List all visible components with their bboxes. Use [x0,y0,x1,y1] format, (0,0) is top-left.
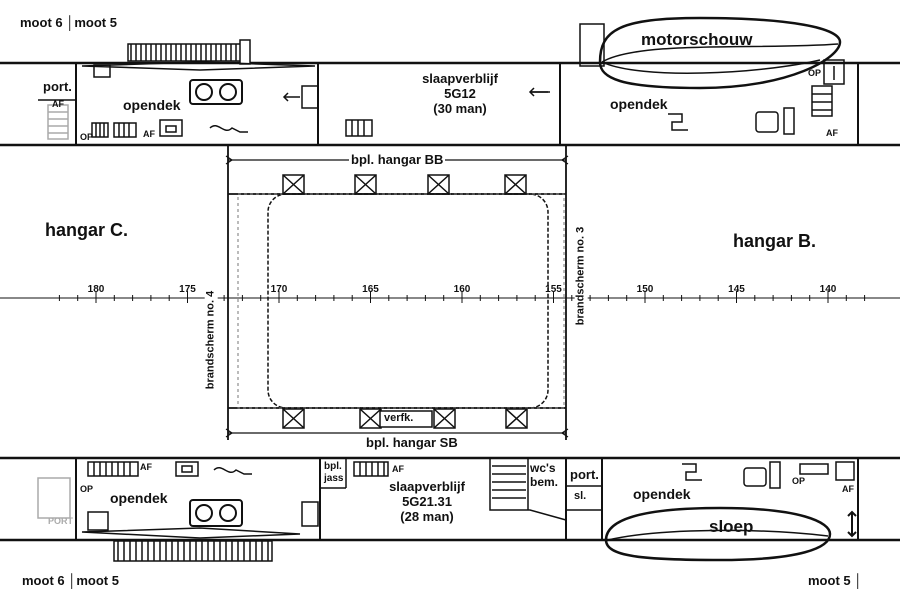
wcs-line1: wc's [530,461,556,475]
hangar-cross-boxes [282,174,528,429]
equipment-bottom-left [81,461,319,539]
op-label-bottom-right: OP [792,476,806,486]
opendek-top-right: opendek [610,96,668,112]
ruler-tick-label: 170 [270,284,288,295]
marker-top-left: moot 6 │moot 5 [20,15,117,30]
sloep-boat [604,506,832,562]
port-label-bottom: port. [570,467,599,482]
wcs-line2: bem. [530,474,559,489]
stair-faded-bottom [37,477,71,519]
sloep-label: sloep [709,517,754,536]
ruler-tick-label: 140 [819,284,837,295]
ruler-tick-label: 155 [545,284,562,295]
slaapverblijf-top: slaapverblijf 5G12 (30 man) [400,71,520,117]
equipment-bottom-right [682,461,857,538]
wcs-label: wc's bem. [530,461,559,490]
hangar-bb-label: bpl. hangar BB [349,152,446,168]
port-label-bottom-faded: PORT [48,516,74,526]
marker-bottom-right: moot 5 │ [808,573,863,588]
opendek-bottom-right: opendek [633,486,691,502]
door-arrow-top-left [282,85,319,109]
bpl-jass-line1: bpl. [324,461,342,472]
port-label-top: port. [43,79,72,94]
stair-faded-left [47,104,69,140]
marker-bottom-left: moot 6 │moot 5 [22,573,119,588]
op-label-top-left: OP [80,132,94,142]
hatch-grating-top [127,39,251,65]
af-label-top-stair: AF [143,129,155,139]
stair-bpl-bottom [353,461,389,477]
slaapverblijf-bottom-title: slaapverblijf [389,479,465,494]
hangar-frame [225,145,569,440]
ruler-minor-ticks [58,291,866,303]
hangar-b-label: hangar B. [733,231,817,251]
slaapverblijf-top-code: 5G12 [444,85,476,101]
bpl-jass-line2: jass [324,472,344,484]
verfk-label: verfk. [384,412,414,424]
ruler-tick-label: 160 [453,284,471,295]
af-label-bottom-right: AF [842,484,854,494]
slaapverblijf-bottom-code: 5G21.31 [402,493,452,509]
af-label-bottom-mid: AF [392,464,404,474]
winch-top-left [189,79,243,105]
opendek-bottom-left: opendek [110,490,168,506]
motorschouw-label: motorschouw [641,30,753,49]
bottom-deck-outline [0,456,900,542]
slaapverblijf-top-title: slaapverblijf [422,71,498,86]
frame-ruler [0,291,900,303]
af-label-bottom-left: AF [140,462,152,472]
motorschouw-boat [579,16,842,90]
brandscherm-3-label: brandscherm no. 3 [574,223,588,329]
ruler-tick-label: 150 [636,284,654,295]
slaapverblijf-bottom-capacity: (28 man) [400,508,454,524]
op-label-top-right: OP [808,68,822,78]
op-label-bottom-left: OP [80,484,94,494]
brandscherm-4-label: brandscherm no. 4 [204,287,218,393]
hangar-sb-label: bpl. hangar SB [364,435,460,451]
af-label-top-right: AF [826,128,838,138]
equipment-top-right [530,59,845,135]
ruler-tick-label: 145 [728,284,745,295]
hatch-grating-bottom [113,540,273,562]
stair-wc-bottom [492,465,526,499]
ruler-tick-label: 175 [179,284,196,295]
hangar-c-label: hangar C. [45,220,129,240]
ruler-tick-label: 165 [362,284,379,295]
slaapverblijf-top-capacity: (30 man) [433,100,487,116]
opendek-top-left: opendek [123,97,181,113]
slaapverblijf-bottom: slaapverblijf 5G21.31 (28 man) [372,479,482,525]
gangway-top [81,61,316,78]
ruler-tick-label: 180 [87,284,105,295]
bpl-jass-label: bpl. jass [324,461,343,484]
sl-label: sl. [574,490,587,502]
stair-top-left [91,119,248,138]
af-label-top-left: AF [52,99,64,109]
